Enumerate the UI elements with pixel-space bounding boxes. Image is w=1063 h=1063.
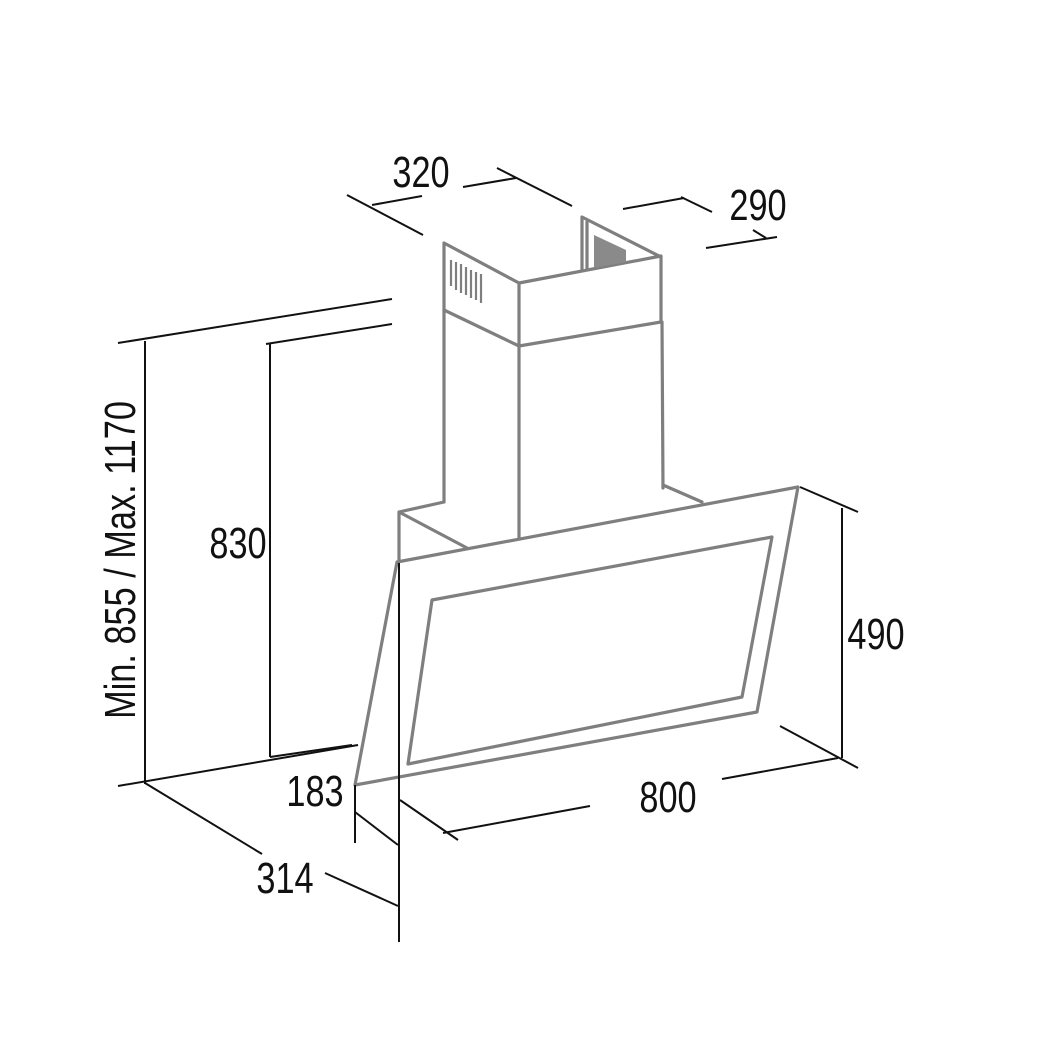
- label-chimney-width: 320: [392, 148, 449, 197]
- vent-slots-back: [594, 235, 626, 268]
- chimney-lower: [442, 308, 665, 540]
- label-bottom-offset: 183: [286, 767, 343, 816]
- label-chimney-depth: 290: [729, 181, 786, 230]
- dimension-lines: [117, 167, 859, 942]
- label-glass-width: 800: [639, 773, 696, 822]
- label-hood-height: 830: [209, 519, 266, 568]
- vent-slots-left: [449, 260, 483, 303]
- dimension-labels: 320 290 Min. 855 / Max. 1170 830 490 800…: [96, 148, 905, 903]
- glass-panel: [353, 485, 800, 787]
- label-total-height: Min. 855 / Max. 1170: [96, 401, 145, 719]
- label-glass-height: 490: [847, 610, 904, 659]
- label-total-depth: 314: [256, 854, 313, 903]
- hood-drawing: [353, 215, 800, 787]
- chimney-upper: [442, 215, 663, 348]
- motor-housing: [397, 483, 704, 562]
